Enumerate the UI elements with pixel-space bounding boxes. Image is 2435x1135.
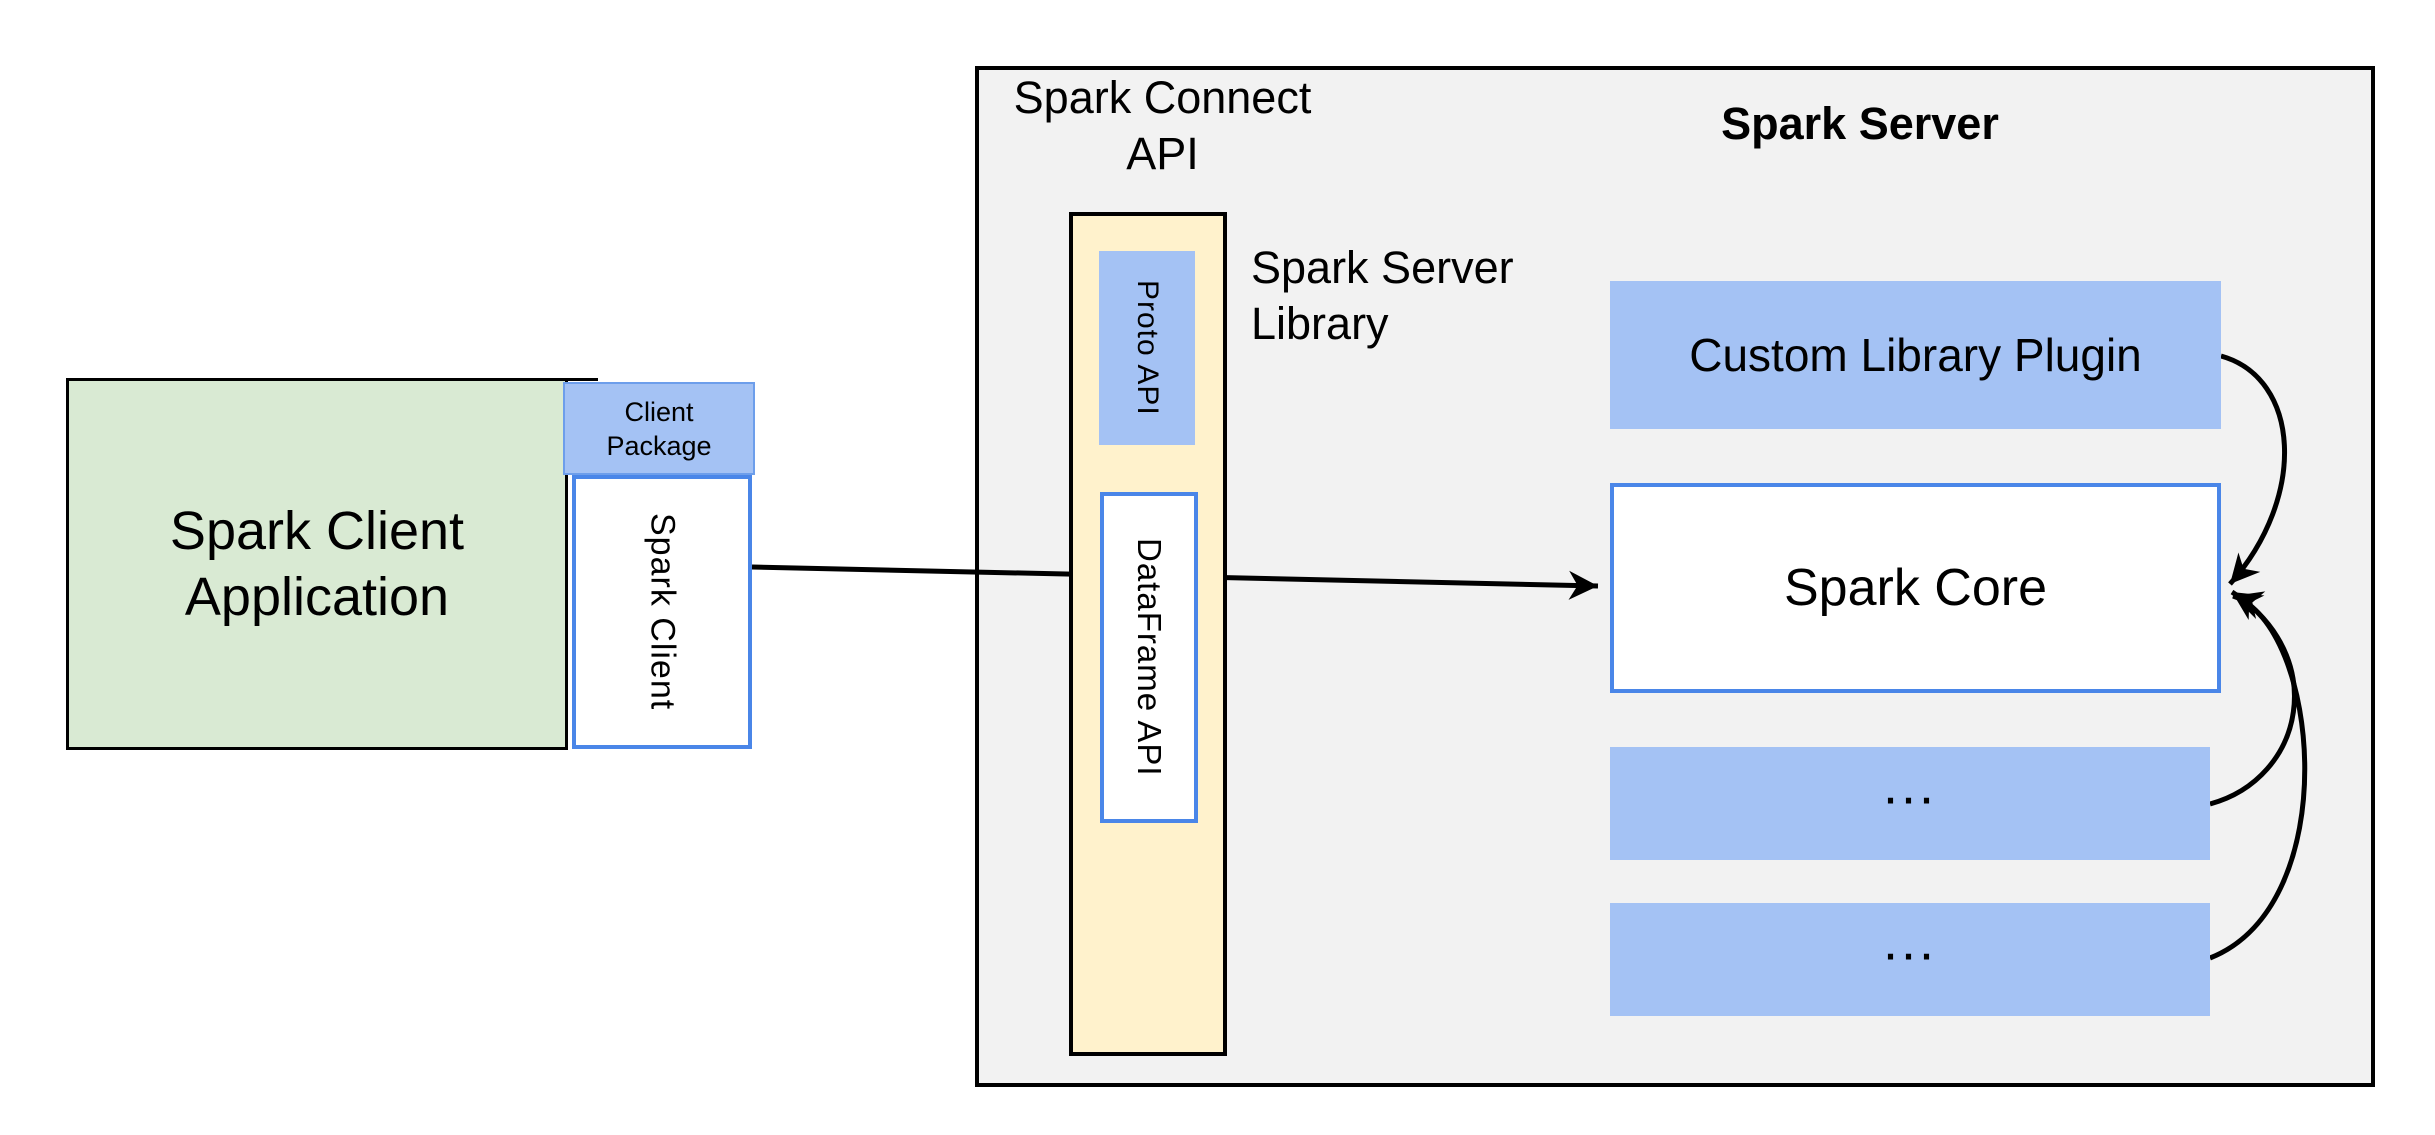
spark-core-label: Spark Core: [1784, 559, 2047, 617]
client-package-label: Client Package: [606, 396, 712, 461]
ellipsis-label: ...: [1882, 754, 1937, 815]
spark-core-box: Spark Core: [1610, 483, 2221, 693]
ellipsis-box-2: ...: [1610, 903, 2210, 1016]
dataframe-api-label: DataFrame API: [1131, 538, 1168, 777]
ellipsis-box-1: ...: [1610, 747, 2210, 860]
client-package-box: Client Package: [563, 382, 755, 475]
spark-client-application-box: Spark Client Application: [66, 378, 568, 750]
spark-client-application-label: Spark Client Application: [169, 501, 465, 627]
spark-client-label: Spark Client: [643, 513, 682, 711]
spark-client-box: Spark Client: [572, 475, 752, 749]
spark-server-title: Spark Server: [1721, 98, 1999, 149]
spark-connect-api-label: Spark Connect API: [1013, 72, 1312, 179]
proto-api-box: Proto API: [1099, 251, 1195, 445]
custom-library-plugin-label: Custom Library Plugin: [1689, 329, 2142, 381]
custom-library-plugin-box: Custom Library Plugin: [1610, 281, 2221, 429]
dataframe-api-box: DataFrame API: [1100, 492, 1198, 823]
proto-api-label: Proto API: [1131, 280, 1164, 416]
spark-connect-api-box: [1069, 212, 1227, 1056]
ellipsis-label: ...: [1882, 910, 1937, 971]
spark-server-library-label: Spark Server Library: [1251, 242, 1514, 349]
